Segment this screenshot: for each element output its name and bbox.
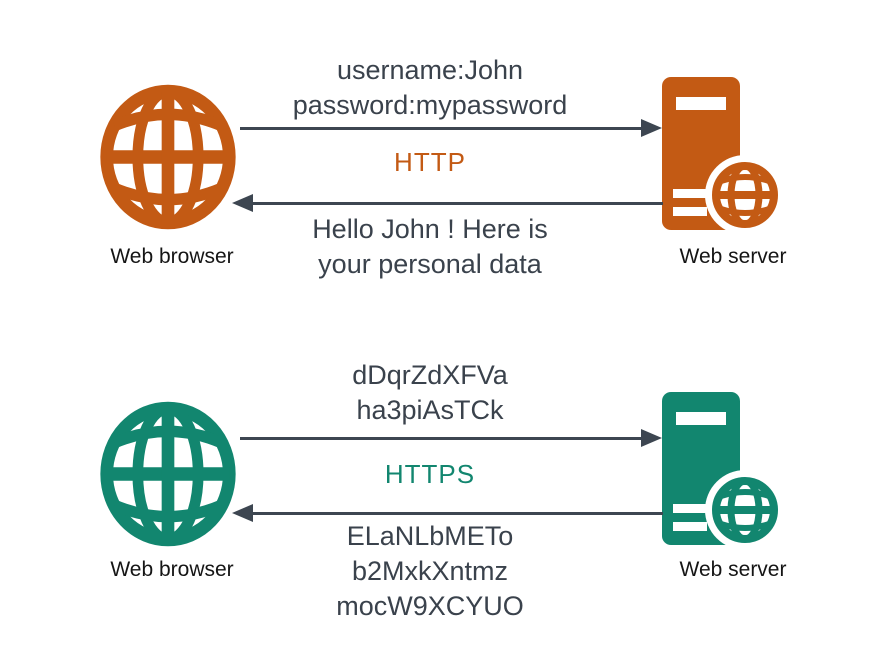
web-server-label: Web server	[679, 558, 787, 581]
request-arrow	[240, 119, 662, 137]
web-server-icon	[662, 392, 788, 552]
web-browser-label: Web browser	[110, 245, 234, 268]
request-message: username:John password:mypassword	[292, 55, 568, 120]
web-server-icon	[662, 77, 788, 237]
response-message: Hello John ! Here is your personal data	[312, 214, 548, 279]
request-message: dDqrZdXFVa ha3piAsTCk	[352, 360, 508, 425]
protocol-label: HTTP	[394, 147, 466, 177]
response-arrow	[232, 504, 663, 522]
protocol-label: HTTPS	[384, 459, 476, 489]
response-message: ELaNLbMETo b2MxkXntmz mocW9XCYUO	[336, 521, 524, 621]
web-server-label: Web server	[679, 245, 787, 268]
web-browser-globe-icon	[95, 396, 241, 552]
web-browser-globe-icon	[95, 79, 241, 235]
request-arrow	[240, 429, 662, 447]
web-browser-label: Web browser	[110, 558, 234, 581]
response-arrow	[232, 194, 663, 212]
